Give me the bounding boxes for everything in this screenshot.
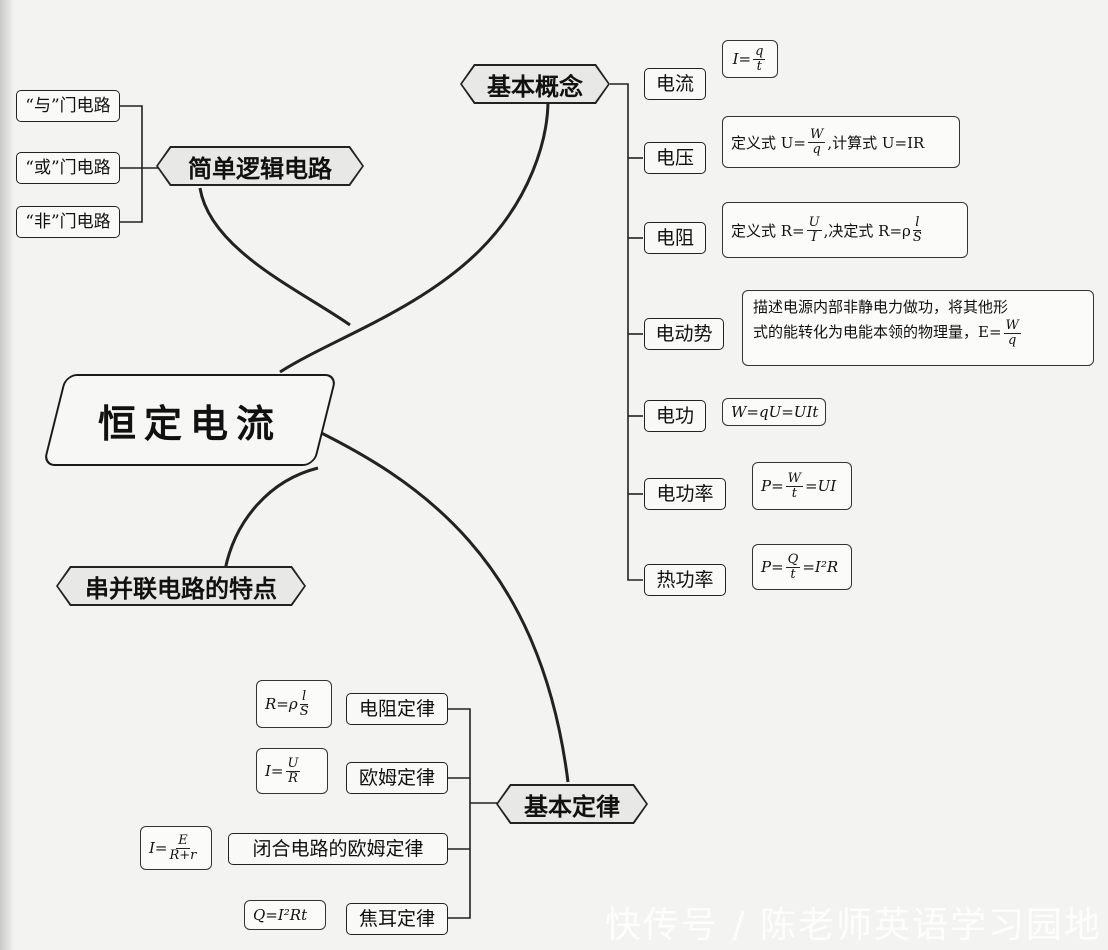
page-edge-shadow [0, 0, 14, 950]
concept-power: 电功率 [644, 478, 726, 510]
concept-current: 电流 [644, 68, 706, 100]
law-joule: 焦耳定律 [346, 903, 448, 935]
concept-heat-power: 热功率 [644, 564, 726, 596]
connector-center-series [223, 466, 319, 571]
formula-joule-law: Q=I²Rt [244, 900, 326, 930]
watermark: 快传号 / 陈老师英语学习园地 [604, 905, 1102, 946]
branch-logic-circuits: 简单逻辑电路 [156, 146, 364, 186]
center-node-title: 恒定电流 [97, 400, 282, 446]
branch-series-parallel: 串并联电路的特点 [56, 566, 306, 606]
concept-work: 电功 [644, 400, 706, 432]
logic-and-gate: “与”门电路 [16, 90, 120, 122]
logic-not-gate: “非”门电路 [16, 206, 120, 238]
law-ohm: 欧姆定律 [346, 762, 448, 794]
bracket-laws [448, 708, 471, 919]
logic-or-gate: “或”门电路 [16, 152, 120, 184]
concept-emf: 电动势 [644, 318, 724, 350]
bracket-basic-concepts [610, 83, 643, 581]
connector-center-logic [198, 187, 351, 327]
law-resistance: 电阻定律 [346, 693, 448, 725]
branch-basic-laws: 基本定律 [496, 784, 648, 824]
connector-center-laws [304, 423, 570, 783]
concept-voltage: 电压 [644, 142, 706, 174]
branch-basic-concepts: 基本概念 [460, 64, 610, 104]
bracket-logic [120, 105, 143, 223]
law-closed-circuit-ohm: 闭合电路的欧姆定律 [228, 833, 448, 865]
connector-center-basic-concepts [279, 99, 550, 374]
concept-resistance: 电阻 [644, 222, 706, 254]
formula-work: W=qU=UIt [722, 398, 826, 426]
